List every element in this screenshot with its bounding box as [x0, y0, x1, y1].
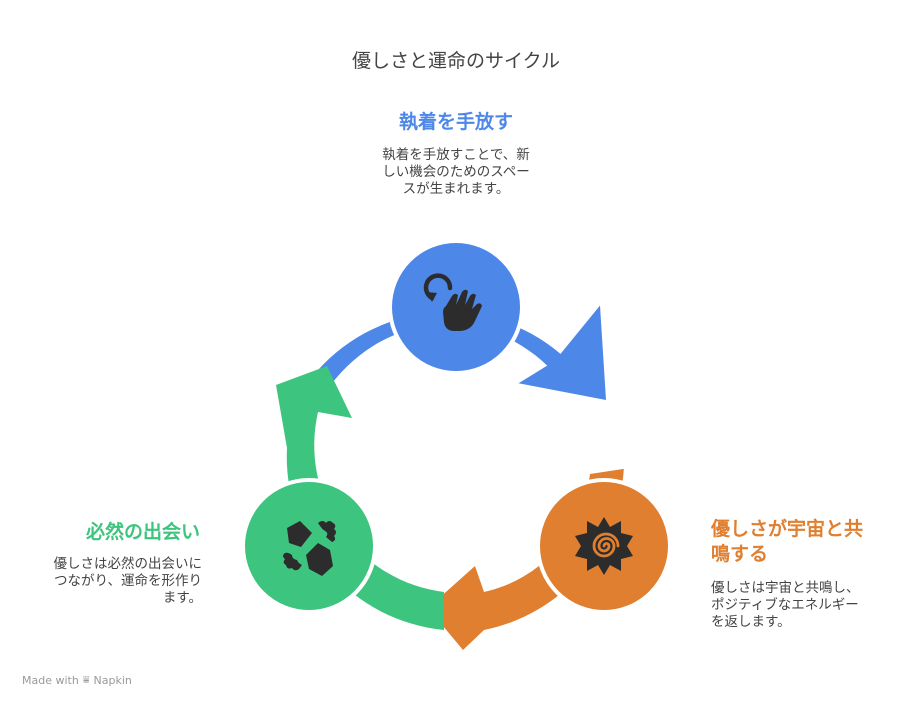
resonate-desc-line: を返します。: [711, 614, 791, 630]
napkin-brand-label: Napkin: [93, 673, 132, 687]
resonate-desc-line: ポジティブなエネルギー: [711, 597, 859, 613]
resonate-title: 優しさが宇宙と共 鳴する: [711, 517, 863, 567]
diagram-title: 優しさと運命のサイクル: [351, 50, 561, 72]
made-with-label: Made with: [22, 673, 79, 687]
encounter-title: 必然の出会い: [85, 521, 200, 543]
resonate-title-line: 優しさが宇宙と共: [711, 518, 864, 540]
release-description: 執着を手放すことで、新 しい機会のためのスペー スが生まれます。: [0, 147, 912, 198]
encounter-desc-line: 優しさは必然の出会いに: [53, 556, 203, 572]
release-desc-line: スが生まれます。: [402, 181, 510, 197]
resonate-node: [536, 478, 672, 614]
release-node: [388, 239, 524, 375]
hand-wave-icon: [423, 273, 482, 331]
spiral-sun-icon: [575, 517, 633, 575]
release-desc-line: 執着を手放すことで、新: [382, 147, 530, 163]
napkin-logo-icon: ⩸: [82, 673, 90, 686]
encounter-node: [241, 478, 377, 614]
resonate-title-line: 鳴する: [711, 543, 769, 565]
blue-cycle-arc: [311, 305, 606, 400]
orange-cycle-arc: [428, 468, 624, 650]
release-title: 執着を手放す: [398, 111, 513, 133]
encounter-description: 優しさは必然の出会いに つながり、運命を形作り ます。: [0, 556, 203, 607]
made-with-napkin-footer[interactable]: Made with ⩸ Napkin: [22, 673, 132, 687]
handshake-icon: [283, 521, 336, 576]
encounter-desc-line: つながり、運命を形作り: [54, 573, 202, 589]
resonate-desc-line: 優しさは宇宙と共鳴し、: [711, 580, 860, 596]
release-desc-line: しい機会のためのスペー: [382, 164, 530, 180]
encounter-desc-line: ます。: [162, 590, 202, 606]
resonate-description: 優しさは宇宙と共鳴し、 ポジティブなエネルギー を返します。: [711, 580, 860, 631]
